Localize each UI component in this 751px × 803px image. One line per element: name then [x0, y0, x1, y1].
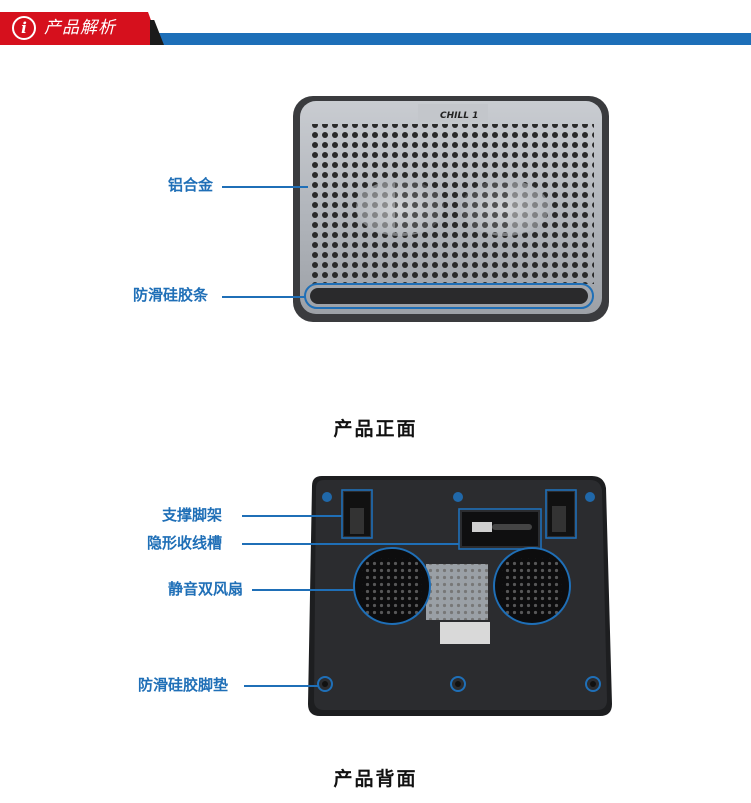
- header-bar: [0, 33, 751, 45]
- info-icon: i: [12, 16, 36, 40]
- callout-line-feet: [244, 685, 318, 687]
- caption-back: 产品背面: [333, 768, 418, 790]
- callout-line-stand: [242, 515, 342, 517]
- label-stand: 支撑脚架: [162, 506, 223, 524]
- label-fans: 静音双风扇: [168, 580, 244, 598]
- callout-line-cable-slot: [242, 543, 459, 545]
- label-cable-slot: 隐形收线槽: [147, 534, 223, 552]
- callout-line-alloy: [222, 186, 308, 188]
- cooler-back: [308, 476, 612, 716]
- callout-line-strip: [222, 296, 306, 298]
- product-logo: CHILL 1: [440, 111, 478, 121]
- section-title: 产品解析: [44, 18, 116, 38]
- cooler-front: [293, 96, 609, 322]
- label-aluminum-alloy: 铝合金: [168, 176, 214, 194]
- label-antislip-strip: 防滑硅胶条: [133, 286, 209, 304]
- caption-front: 产品正面: [333, 418, 418, 440]
- callout-line-fans: [252, 589, 354, 591]
- label-feet: 防滑硅胶脚垫: [138, 676, 229, 694]
